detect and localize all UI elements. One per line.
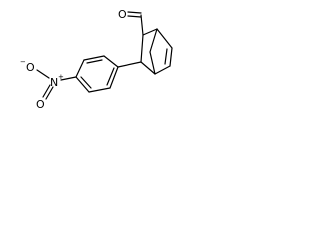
- bond-n-o-single: [36, 69, 50, 79]
- bond-n-o-double-2: [45, 86, 54, 100]
- bond-aryl-nitrogen: [60, 76, 77, 81]
- chemical-structure-diagram: O N + O O −: [20, 8, 173, 111]
- aldehyde-group: O: [118, 8, 144, 36]
- bond-aldehyde-co-1: [127, 11, 142, 14]
- benzene-ring: [75, 55, 119, 93]
- bond-ar-double-c: [106, 67, 115, 86]
- nitro-nitrogen-charge: +: [58, 73, 64, 81]
- bond-ar-5-6: [88, 87, 111, 93]
- nitro-nitrogen-label: N: [50, 76, 58, 89]
- nitro-oxygen-single-label: O: [26, 61, 35, 74]
- bond-c5-c4: [154, 65, 171, 75]
- bond-c2-c1: [142, 28, 158, 36]
- bond-c4-c3: [140, 61, 156, 75]
- bond-n-o-double-1: [42, 84, 51, 98]
- nitro-oxygen-charge: −: [20, 58, 26, 66]
- bond-ar-double-b: [80, 76, 92, 89]
- bond-c1-c7: [149, 28, 158, 53]
- aldehyde-oxygen-label: O: [118, 8, 127, 21]
- bond-c7-c4: [149, 51, 156, 75]
- bond-ring-to-aryl: [117, 61, 142, 68]
- bond-ar-4-5: [75, 76, 90, 93]
- bond-ar-3-4: [75, 59, 85, 78]
- nitro-oxygen-double-label: O: [36, 98, 45, 111]
- bond-aldehyde-cc: [140, 14, 144, 36]
- bond-ar-1-2: [103, 55, 119, 68]
- bond-c1-c6: [156, 28, 173, 49]
- bond-c6-c5: [169, 47, 173, 67]
- bond-c3-c2: [140, 34, 144, 63]
- bond-ar-2-3: [83, 55, 105, 61]
- norbornene-ring: [140, 28, 173, 75]
- nitro-group: N + O O −: [20, 58, 77, 111]
- bond-aldehyde-co-2: [127, 15, 142, 18]
- bond-ar-6-1: [109, 66, 119, 89]
- bond-c6-c5-double: [164, 48, 168, 65]
- bond-ar-double-a: [86, 59, 103, 64]
